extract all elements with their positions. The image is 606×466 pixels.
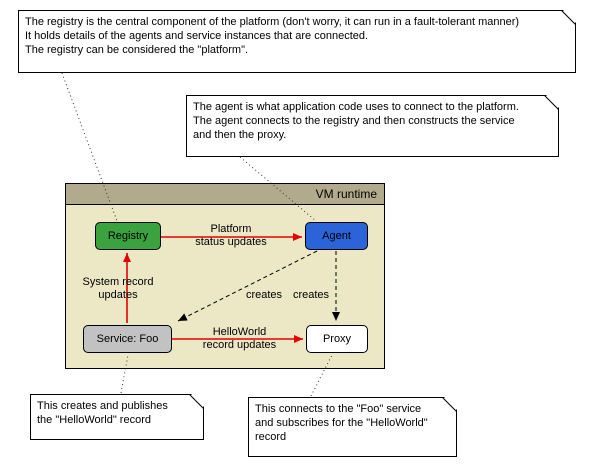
node-service-foo: Service: Foo <box>83 325 172 353</box>
node-registry-label: Registry <box>107 230 149 242</box>
note-proxy-text: This connects to the "Foo" service and s… <box>255 403 428 443</box>
edge-label-platform-status-updates: Platform status updates <box>195 223 267 248</box>
note-service: This creates and publishes the "HelloWor… <box>30 394 204 440</box>
node-agent-label: Agent <box>322 230 351 242</box>
node-service-foo-label: Service: Foo <box>96 333 159 345</box>
node-proxy: Proxy <box>306 325 368 353</box>
note-proxy: This connects to the "Foo" service and s… <box>248 397 457 457</box>
node-proxy-label: Proxy <box>322 333 352 345</box>
note-agent-text: The agent is what application code uses … <box>193 101 519 141</box>
note-registry: The registry is the central component of… <box>18 10 576 73</box>
edge-label-helloworld-record-updates: HelloWorld record updates <box>202 326 277 351</box>
edge-label-creates-service: creates <box>245 289 283 301</box>
edge-label-system-record-updates: System record updates <box>82 276 154 301</box>
note-fold-icon <box>191 394 204 407</box>
note-service-text: This creates and publishes the "HelloWor… <box>37 400 168 426</box>
note-fold-icon <box>546 95 559 108</box>
edge-label-creates-proxy: creates <box>292 289 330 301</box>
note-agent: The agent is what application code uses … <box>186 95 559 157</box>
node-registry: Registry <box>95 222 161 250</box>
note-registry-text: The registry is the central component of… <box>25 16 520 56</box>
node-agent: Agent <box>305 222 368 250</box>
note-fold-icon <box>444 397 457 410</box>
note-fold-icon <box>563 10 576 23</box>
vm-runtime-title: VM runtime <box>66 184 384 205</box>
